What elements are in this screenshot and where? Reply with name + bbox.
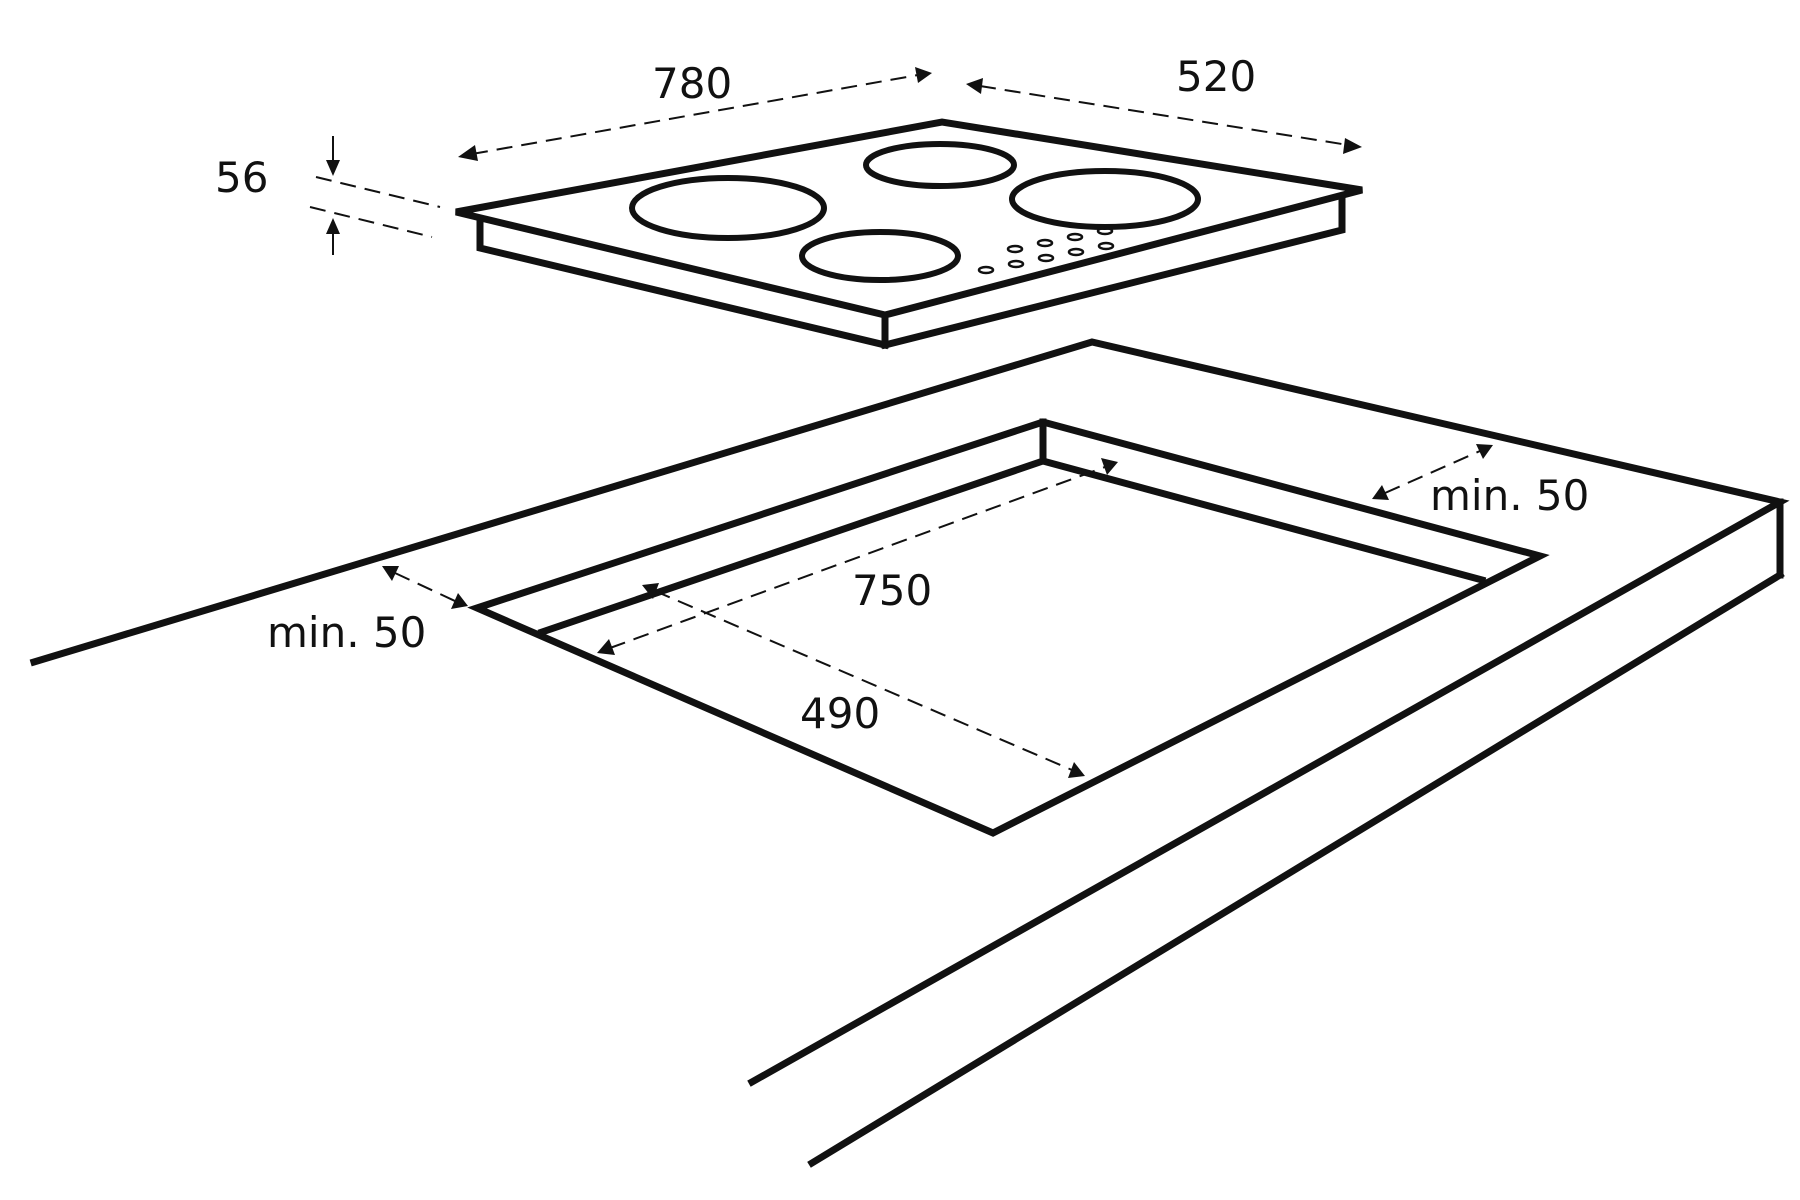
burner-back-center (863, 141, 1017, 189)
dimension-hob-depth: 520 (966, 52, 1362, 154)
arrowhead (1476, 444, 1493, 459)
arrowhead (1372, 485, 1389, 500)
control-knobs (977, 226, 1115, 275)
arrowhead (326, 160, 340, 176)
arrowhead (326, 218, 340, 234)
hob-width-label: 780 (652, 59, 732, 108)
arrowhead (915, 67, 932, 83)
arrowhead (1101, 458, 1118, 475)
control-knob (1096, 226, 1114, 236)
control-knob (1006, 244, 1024, 254)
clearance-back-label: min. 50 (1430, 471, 1589, 520)
arrowhead (966, 78, 983, 94)
dimension-hob-width: 780 (458, 59, 932, 161)
dimension-clearance-side: min. 50 (267, 566, 468, 657)
clearance-side-label: min. 50 (267, 608, 426, 657)
cutout-opening (467, 418, 1550, 837)
worktop-surface-outline (29, 338, 1790, 1087)
arrowhead (597, 639, 615, 655)
control-knob (1036, 238, 1054, 248)
cutout-depth-label: 490 (800, 689, 880, 738)
burner-back-right (1009, 168, 1201, 230)
cutout-inner-edge (537, 457, 1487, 637)
dimension-cutout-width: 750 (597, 458, 1118, 655)
arrowhead (451, 593, 468, 609)
hob-left-side (476, 218, 890, 350)
hob-depth-label: 520 (1176, 52, 1256, 101)
arrowhead (1343, 138, 1362, 154)
dimension-hob-height: 56 (215, 136, 441, 255)
hob-height-label: 56 (215, 153, 268, 202)
worktop (29, 338, 1790, 1168)
cutout-width-label: 750 (852, 566, 932, 615)
hob-right-side (880, 196, 1346, 350)
hob-top-surface (455, 118, 1363, 319)
worktop-front-lower-edge (807, 570, 1785, 1168)
control-knob (1067, 247, 1085, 257)
burner-front-left (629, 175, 827, 241)
dimension-cutout-depth: 490 (642, 583, 1085, 778)
control-knob (1037, 253, 1055, 263)
hob-cooktop (455, 118, 1363, 350)
arrowhead (458, 145, 478, 161)
control-knob (1066, 232, 1084, 242)
control-knob (977, 265, 995, 275)
control-knob (1097, 241, 1115, 251)
arrowhead (642, 583, 659, 599)
control-knob (1007, 259, 1025, 269)
arrowhead (382, 566, 399, 581)
dimension-clearance-back: min. 50 (1372, 444, 1589, 520)
arrowhead (1068, 762, 1085, 778)
burner-front-center (799, 229, 961, 283)
